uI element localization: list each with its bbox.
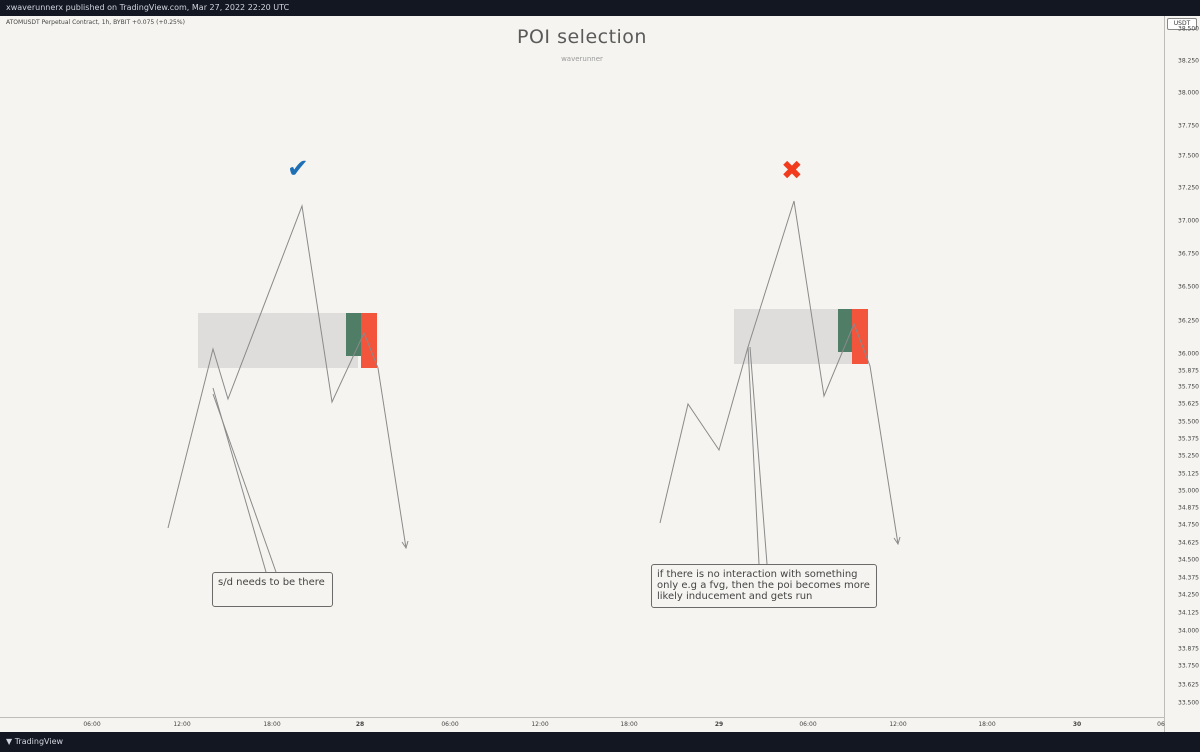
price-tick: 35.750 [1178, 383, 1199, 391]
arrowhead-left [401, 540, 409, 550]
price-tick: 33.625 [1178, 681, 1199, 689]
currency-label[interactable]: USDT [1167, 18, 1197, 30]
price-tick: 37.250 [1178, 184, 1199, 192]
price-tick: 36.500 [1178, 283, 1199, 291]
price-tick: 35.875 [1178, 367, 1199, 375]
price-tick: 33.750 [1178, 662, 1199, 670]
time-tick: 06:00 [441, 721, 459, 728]
price-tick: 37.000 [1178, 217, 1199, 225]
price-tick: 34.625 [1178, 539, 1199, 547]
poi-zone-left[interactable] [198, 313, 358, 368]
price-path-drawing [167, 200, 901, 573]
publish-header: xwaverunnerx published on TradingView.co… [0, 0, 1200, 16]
price-tick: 38.250 [1178, 57, 1199, 65]
price-tick: 34.500 [1178, 556, 1199, 564]
time-tick: 12:00 [531, 721, 549, 728]
time-tick: 18:00 [978, 721, 996, 728]
arrowhead-right [893, 536, 901, 546]
time-tick: 29 [714, 721, 724, 728]
poi-zone-right[interactable] [734, 309, 852, 364]
price-tick: 35.375 [1178, 435, 1199, 443]
symbol-info: ATOMUSDT Perpetual Contract, 1h, BYBIT +… [6, 19, 185, 26]
chart-title: POI selection [517, 26, 647, 48]
price-tick: 36.000 [1178, 350, 1199, 358]
price-tick: 35.500 [1178, 418, 1199, 426]
price-tick: 33.500 [1178, 699, 1199, 707]
price-tick: 35.000 [1178, 487, 1199, 495]
note-pointer-right [747, 346, 760, 565]
time-tick: 18:00 [620, 721, 638, 728]
price-tick: 38.000 [1178, 89, 1199, 97]
bullish-block-right[interactable] [838, 309, 853, 352]
price-tick: 34.250 [1178, 591, 1199, 599]
time-tick: 06 [1157, 721, 1165, 728]
time-axis[interactable]: 06:00 12:00 18:00 28 06:00 12:00 18:00 29 06:00 1… [0, 717, 1165, 733]
price-tick: 34.000 [1178, 627, 1199, 635]
price-path-left [167, 204, 407, 549]
checkmark-icon: ✔ [287, 154, 309, 184]
tradingview-logo[interactable]: ▼ TradingView [0, 737, 63, 746]
price-tick: 37.750 [1178, 122, 1199, 130]
cross-icon: ✖ [781, 156, 803, 186]
price-tick: 34.875 [1178, 504, 1199, 512]
price-tick: 34.375 [1178, 574, 1199, 582]
footer: ▼ TradingView [0, 732, 1200, 752]
time-tick: 28 [355, 721, 365, 728]
chart-canvas[interactable]: ATOMUSDT Perpetual Contract, 1h, BYBIT +… [0, 16, 1164, 717]
price-path-right [659, 200, 899, 545]
publish-info: xwaverunnerx published on TradingView.co… [6, 3, 290, 12]
tv-icon: ▼ [6, 737, 15, 746]
brand-name: TradingView [14, 737, 64, 746]
note-pointer-right-2 [749, 346, 768, 565]
time-tick: 12:00 [889, 721, 907, 728]
note-left[interactable]: s/d needs to be there [212, 572, 333, 607]
price-tick: 36.250 [1178, 317, 1199, 325]
author-label: waverunner [561, 55, 603, 63]
time-tick: 30 [1072, 721, 1082, 728]
price-tick: 37.500 [1178, 152, 1199, 160]
time-tick: 18:00 [263, 721, 281, 728]
price-tick: 35.125 [1178, 470, 1199, 478]
time-tick: 12:00 [173, 721, 191, 728]
price-tick: 35.250 [1178, 452, 1199, 460]
price-axis[interactable]: USDT 38.500 38.250 38.000 37.750 37.500 37.25… [1164, 16, 1200, 732]
time-tick: 06:00 [83, 721, 101, 728]
note-right[interactable]: if there is no interaction with somethin… [651, 564, 877, 608]
price-tick: 36.750 [1178, 250, 1199, 258]
price-tick: 34.125 [1178, 609, 1199, 617]
time-tick: 06:00 [799, 721, 817, 728]
note-pointer-left-2 [212, 393, 277, 573]
price-tick: 35.625 [1178, 400, 1199, 408]
price-tick: 38.500 [1178, 25, 1199, 33]
price-tick: 34.750 [1178, 521, 1199, 529]
price-tick: 33.875 [1178, 645, 1199, 653]
